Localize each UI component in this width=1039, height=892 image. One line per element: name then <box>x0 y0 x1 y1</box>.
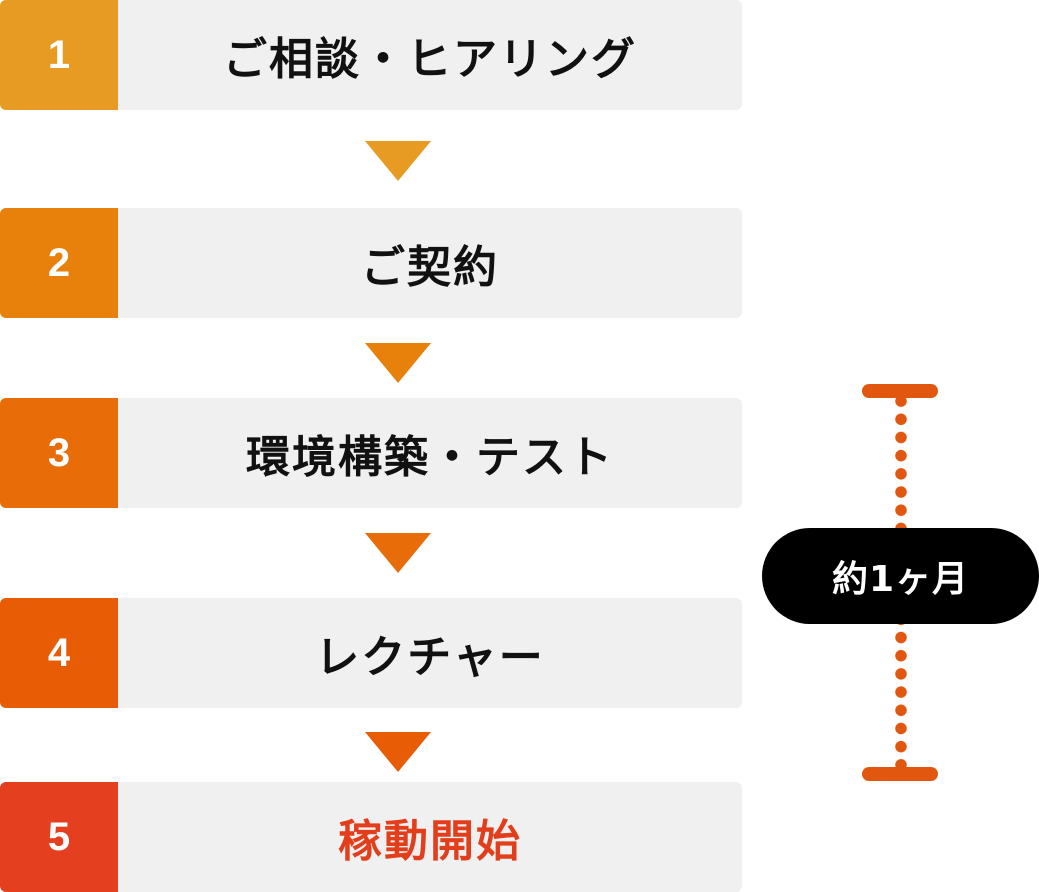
step-2: 2 ご契約 <box>0 208 742 318</box>
step-number: 4 <box>0 598 118 708</box>
step-label: ご契約 <box>361 242 499 293</box>
step-number: 2 <box>0 208 118 318</box>
step-3: 3 環境構築・テスト <box>0 398 742 508</box>
step-4: 4 レクチャー <box>0 598 742 708</box>
down-arrow-icon <box>365 533 431 573</box>
duration-badge: 約1ヶ月 <box>762 528 1039 624</box>
duration-end-bar <box>862 767 938 781</box>
step-label: ご相談・ヒアリング <box>223 34 637 85</box>
duration-start-bar <box>862 384 938 398</box>
step-number: 3 <box>0 398 118 508</box>
down-arrow-icon <box>365 141 431 181</box>
step-label: レクチャー <box>315 632 545 683</box>
step-number: 5 <box>0 782 118 892</box>
step-5: 5 稼動開始 <box>0 782 742 892</box>
down-arrow-icon <box>365 343 431 383</box>
step-number: 1 <box>0 0 118 110</box>
down-arrow-icon <box>365 732 431 772</box>
step-1: 1 ご相談・ヒアリング <box>0 0 742 110</box>
step-label: 環境構築・テスト <box>246 432 614 483</box>
step-label: 稼動開始 <box>338 816 522 867</box>
